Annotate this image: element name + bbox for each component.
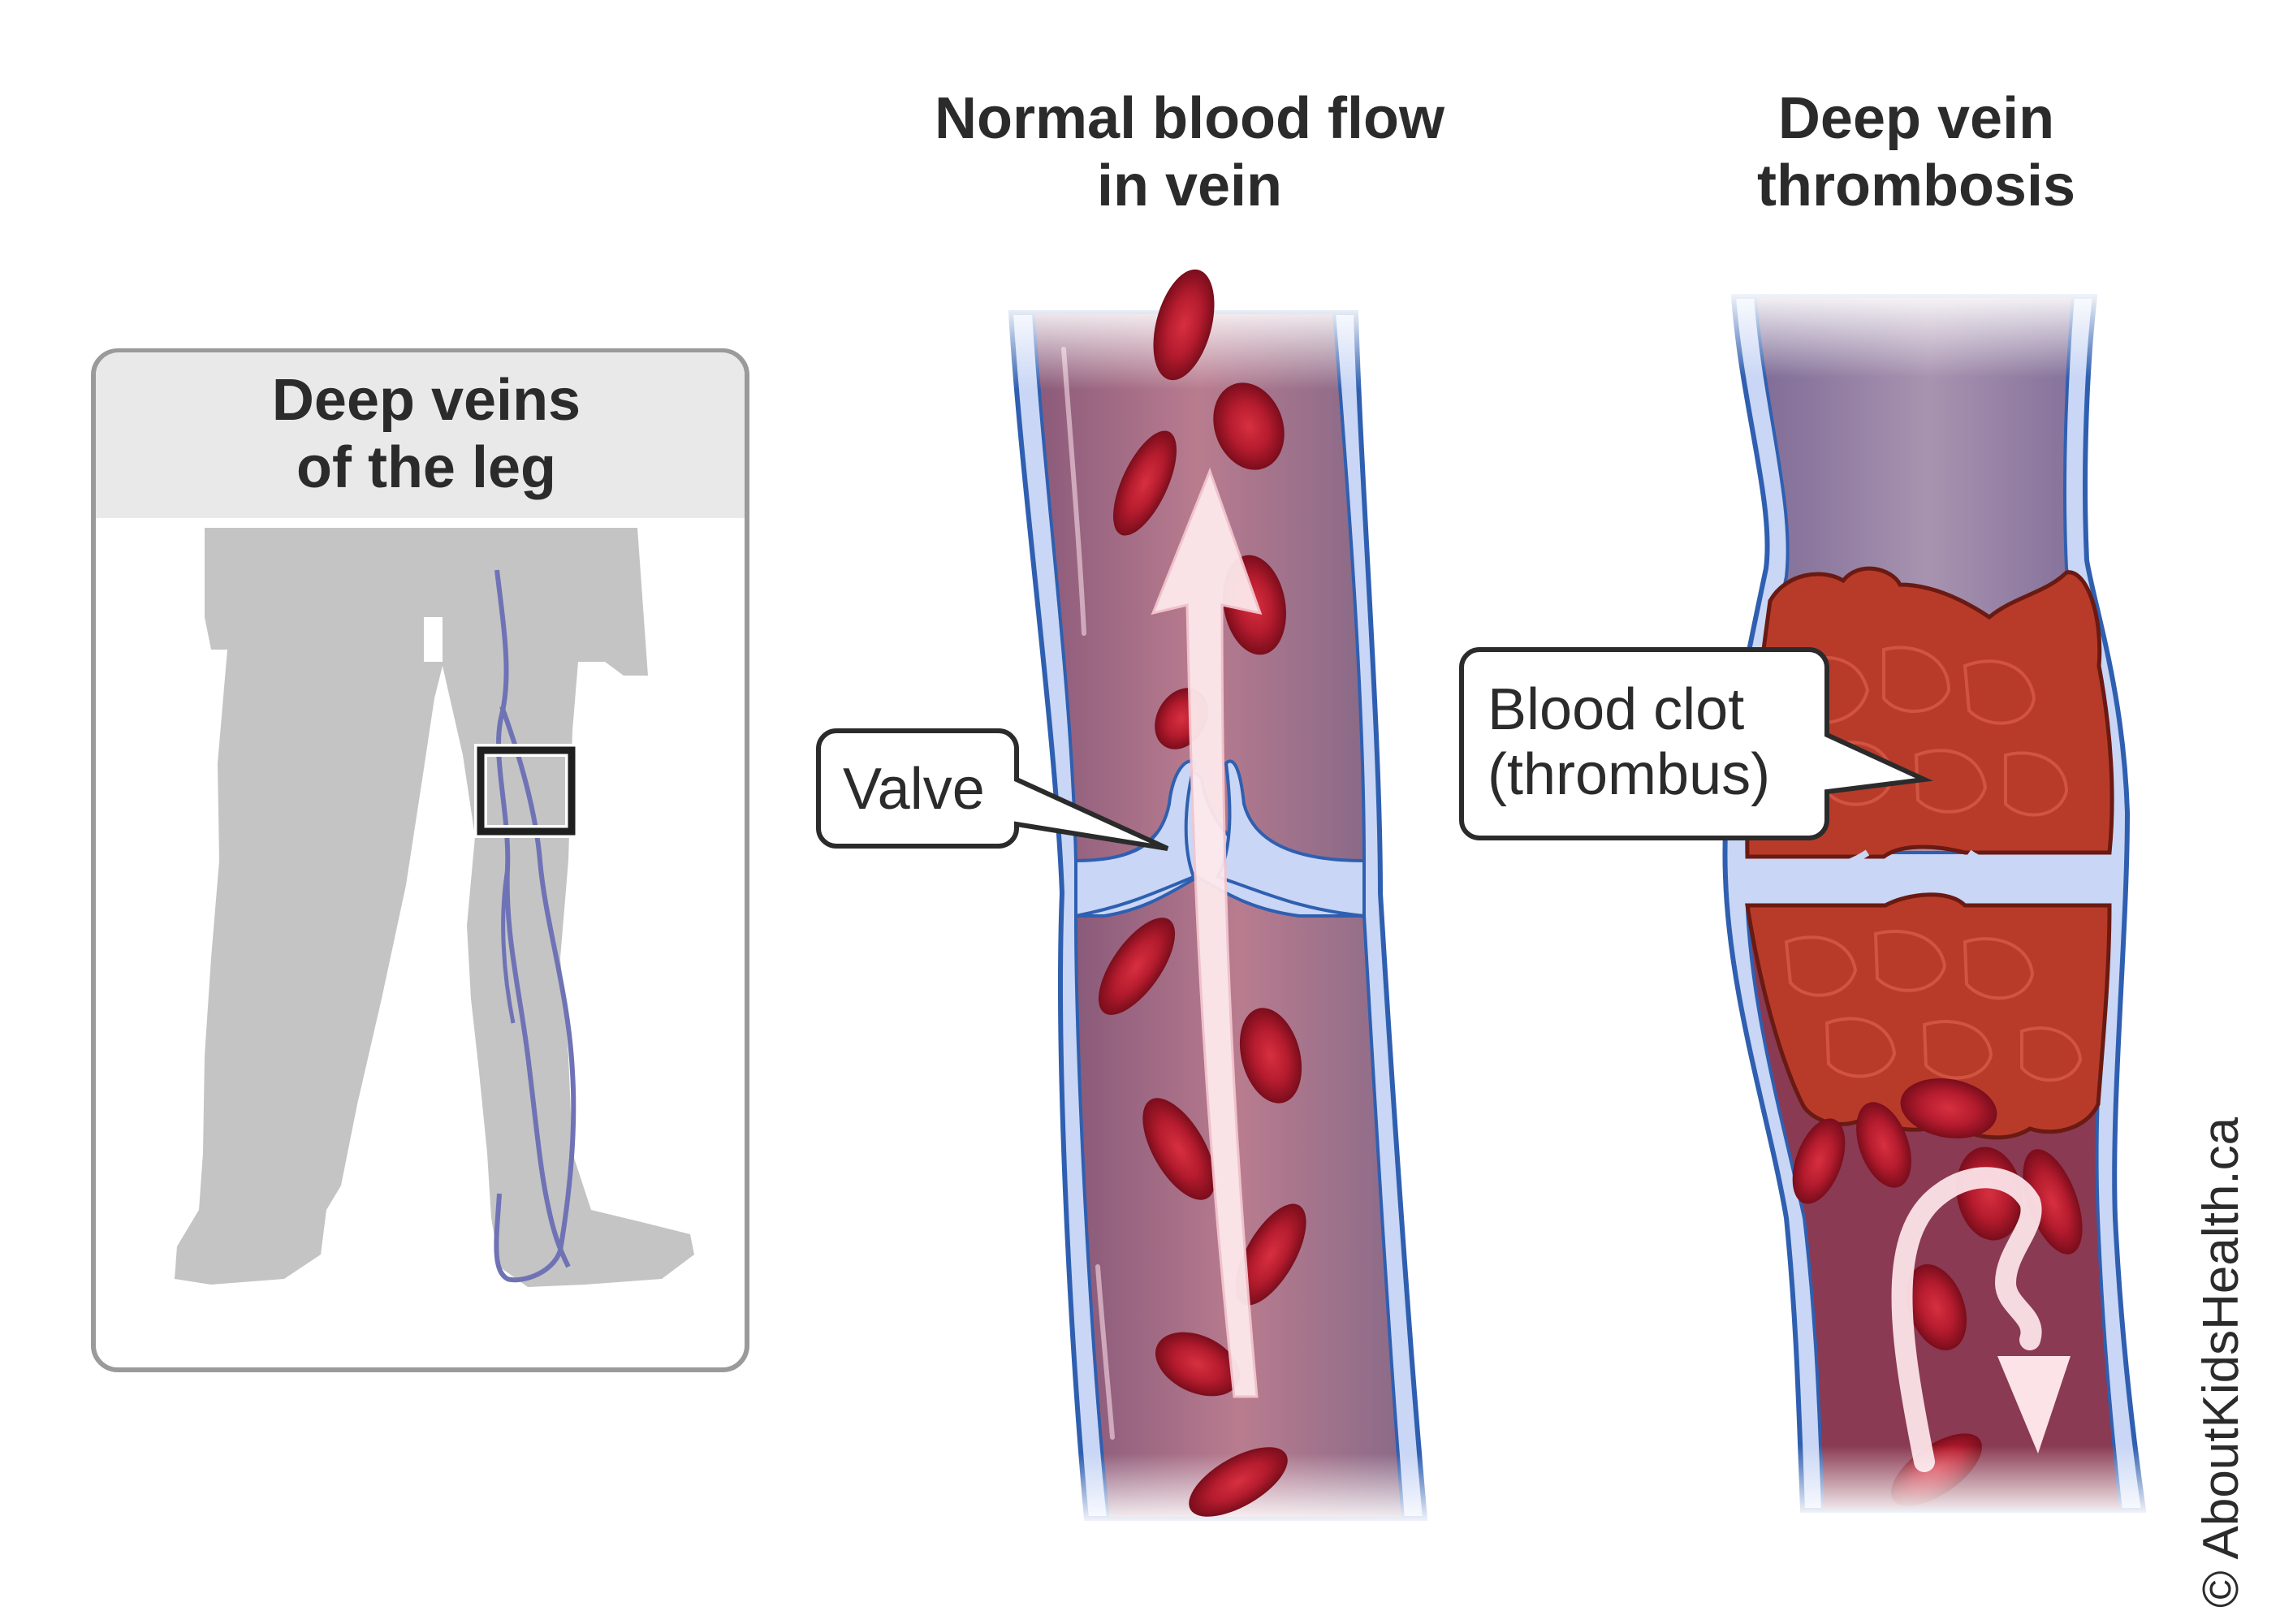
dvt-valve-leaflet-left [1753,849,1870,882]
normal-vein-highlight [1061,347,1086,636]
red-blood-cell [1906,1264,1967,1350]
clot-callout-line2: (thrombus) [1488,742,1771,807]
flow-arrow-turbulent [1891,1167,2042,1472]
leg-panel-title-line1: Deep veins [271,368,581,433]
clot-callout-line1: Blood clot [1488,677,1745,742]
flow-arrow-turbulent-head [1997,1356,2071,1453]
leg-panel-title-line2: of the leg [296,435,556,500]
dvt-vein-fade-bottom [1778,1445,2160,1518]
blood-clot-lower [1745,892,2112,1140]
red-blood-cell [1113,430,1177,536]
red-blood-cell [1155,1332,1240,1397]
dvt-title-line1: Deep vein [1777,86,2055,151]
legs-gap [424,617,443,662]
red-blood-cell [1153,269,1215,381]
red-blood-cell [2023,1149,2083,1255]
normal-vein-highlight [1095,1264,1115,1440]
normal-vein [991,269,1445,1527]
red-blood-cells-dvt [1792,1078,2083,1506]
leg-vein-3 [501,868,516,1024]
valve-callout-bubble [816,728,1169,851]
legs-silhouette [175,528,694,1287]
red-blood-cell [1213,382,1285,470]
red-blood-cell [1235,1203,1306,1306]
red-blood-cell [1189,1447,1288,1517]
red-blood-cell [1792,1118,1846,1204]
red-blood-cell [1142,1098,1216,1200]
dvt-valve-leaflet-right [1967,849,2109,882]
clot-callout-bubble [1459,647,1933,840]
dvt-title-line2: thrombosis [1756,153,2076,218]
red-blood-cell [1900,1078,1997,1138]
valve-leaflet-right [1216,759,1366,918]
valve-callout-label: Valve [843,757,985,822]
flow-arrow-up [1151,467,1263,1398]
leg-panel [91,348,749,1372]
leg-vein-1 [494,569,571,1268]
clot-callout [1459,647,1933,840]
normal-title-line2: in vein [1096,153,1283,218]
leg-panel-header [96,352,745,518]
dvt-vein [1713,288,2160,1518]
red-blood-cell [1856,1102,1911,1188]
zoom-box-inner [477,746,576,836]
dvt-vein-fade-top [1713,288,2119,378]
normal-title-line1: Normal blood flow [935,86,1444,151]
copyright-notice: © AboutKidsHealth.ca [2193,1116,2249,1608]
valve-callout [816,728,1169,851]
red-blood-cell [1239,1008,1302,1104]
red-blood-cell [1098,918,1176,1015]
